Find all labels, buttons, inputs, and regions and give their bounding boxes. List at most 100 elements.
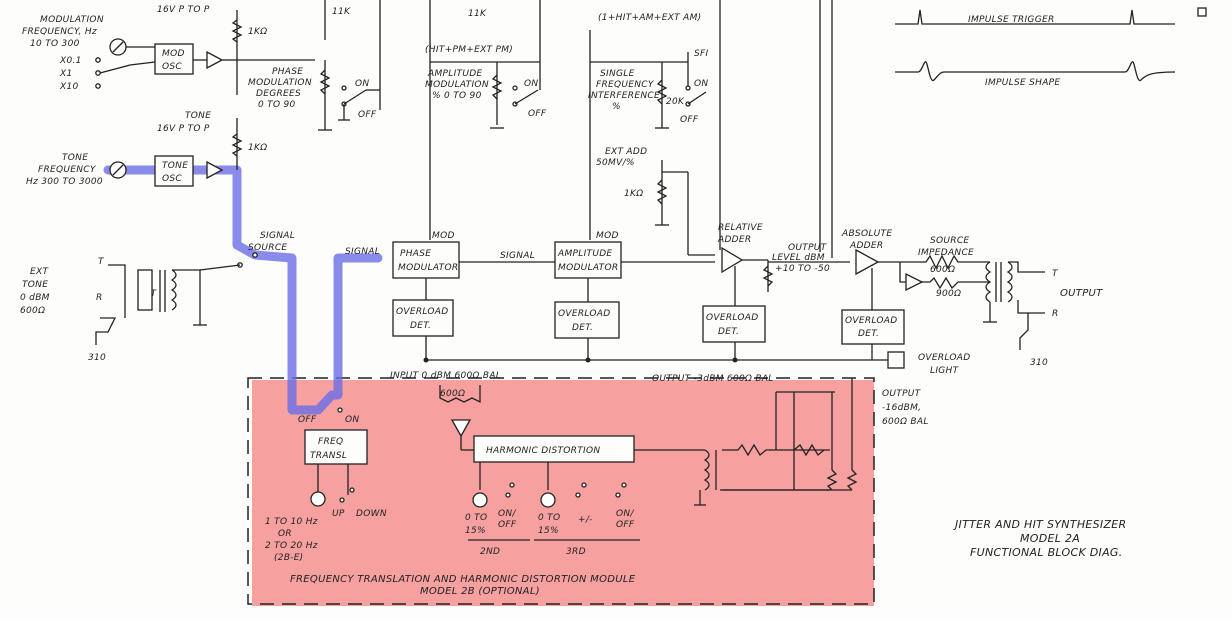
svg-text:MODULATION: MODULATION <box>40 15 104 25</box>
svg-text:20K: 20K <box>666 97 685 107</box>
svg-text:1 TO 10 Hz: 1 TO 10 Hz <box>265 517 318 527</box>
svg-text:ABSOLUTE: ABSOLUTE <box>841 229 892 239</box>
svg-text:FREQUENCY: FREQUENCY <box>596 80 655 90</box>
impulse-shape-waveform: IMPULSE SHAPE <box>895 61 1176 88</box>
hd-2nd-knob-icon[interactable] <box>472 492 488 508</box>
svg-text:310: 310 <box>88 353 106 363</box>
svg-text:INPUT 0 dBM 600Ω BAL: INPUT 0 dBM 600Ω BAL <box>390 371 501 381</box>
overload-det-4 <box>841 309 905 345</box>
svg-text:0 dBM: 0 dBM <box>20 293 50 303</box>
svg-text:MODULATION: MODULATION <box>425 80 489 90</box>
mod-range-switch[interactable]: X0.1 X1 X10 <box>59 56 156 92</box>
svg-text:OUTPUT -3dBM 600Ω BAL: OUTPUT -3dBM 600Ω BAL <box>652 374 774 384</box>
svg-text:IMPULSE SHAPE: IMPULSE SHAPE <box>985 78 1060 88</box>
ext-add-input[interactable]: EXT ADD 50MV/% 1KΩ <box>596 147 669 226</box>
amp-mod-control[interactable]: AMPLITUDE MODULATION % 0 TO 90 ON OFF <box>425 62 547 129</box>
svg-text:TONE: TONE <box>62 153 88 163</box>
svg-text:T: T <box>1052 269 1059 279</box>
svg-text:DET.: DET. <box>858 329 879 339</box>
tone-buffer-amp-icon <box>206 160 224 180</box>
svg-text:600Ω BAL: 600Ω BAL <box>882 417 929 427</box>
freq-transl-box <box>304 429 368 465</box>
phase-modulator-box <box>392 241 460 279</box>
svg-text:310: 310 <box>1030 358 1048 368</box>
svg-text:1KΩ: 1KΩ <box>624 189 643 199</box>
relative-adder-icon <box>721 246 744 274</box>
ext-tone-input[interactable]: T R EXT TONE 0 dBM 600Ω CT 310 <box>20 257 207 363</box>
sfi-control[interactable]: SINGLE FREQUENCY INTERFERENCE % SFI ON O… <box>588 49 708 129</box>
svg-text:OVERLOAD: OVERLOAD <box>845 316 898 326</box>
harmonic-distortion-box <box>473 435 635 463</box>
svg-text:INTERFERENCE: INTERFERENCE <box>588 91 660 101</box>
tone-osc-box <box>154 155 194 187</box>
svg-text:FREQUENCY: FREQUENCY <box>38 165 97 175</box>
svg-text:DET.: DET. <box>410 321 431 331</box>
svg-text:TONE: TONE <box>185 111 211 121</box>
off-on-switch[interactable]: OFF ON <box>298 407 359 425</box>
svg-text:HARMONIC DISTORTION: HARMONIC DISTORTION <box>486 446 600 456</box>
svg-text:+/-: +/- <box>578 515 593 525</box>
svg-text:-16dBM,: -16dBM, <box>882 403 921 413</box>
svg-text:OFF: OFF <box>498 520 517 530</box>
hd-3rd-knob-icon[interactable] <box>540 492 556 508</box>
svg-text:X0.1: X0.1 <box>59 56 82 66</box>
source-impedance: SOURCE IMPEDANCE 600Ω 900Ω <box>899 236 1013 323</box>
svg-text:DEGREES: DEGREES <box>256 89 301 99</box>
svg-text:MODULATION: MODULATION <box>248 78 312 88</box>
title-line-2: MODEL 2A <box>1020 532 1080 545</box>
svg-text:OVERLOAD: OVERLOAD <box>918 353 971 363</box>
overload-det-2 <box>554 301 620 339</box>
svg-text:OUTPUT: OUTPUT <box>1060 288 1103 299</box>
svg-text:AMPLITUDE: AMPLITUDE <box>427 69 482 79</box>
mod-freq-label: MODULATION FREQUENCY, Hz 10 TO 300 <box>22 15 104 49</box>
svg-text:MOD: MOD <box>596 231 619 241</box>
svg-text:% 0 TO 90: % 0 TO 90 <box>432 91 482 101</box>
svg-text:SOURCE: SOURCE <box>930 236 969 246</box>
svg-text:OFF: OFF <box>680 115 699 125</box>
signal-source-switch[interactable]: SIGNAL SOURCE <box>237 231 295 268</box>
svg-text:0 TO: 0 TO <box>538 513 560 523</box>
phase-mod-control[interactable]: PHASE MODULATION DEGREES 0 TO 90 ON OFF <box>248 60 377 131</box>
svg-text:TRANSL: TRANSL <box>310 451 347 461</box>
svg-text:MOD: MOD <box>162 49 185 59</box>
svg-text:EXT: EXT <box>30 267 49 277</box>
svg-text:10 TO 300: 10 TO 300 <box>30 39 80 49</box>
svg-text:X1: X1 <box>59 69 73 79</box>
output-network <box>694 378 858 506</box>
absolute-adder-icon <box>855 248 880 276</box>
overload-light-icon <box>887 351 905 369</box>
svg-text:MODULATOR: MODULATOR <box>558 263 618 273</box>
svg-text:ON/: ON/ <box>616 509 634 519</box>
title-block: JITTER AND HIT SYNTHESIZER MODEL 2A FUNC… <box>953 518 1127 559</box>
title-line-1: JITTER AND HIT SYNTHESIZER <box>953 518 1127 531</box>
output-jack[interactable]: T R OUTPUT 310 <box>1008 261 1103 368</box>
svg-text:0 TO: 0 TO <box>465 513 487 523</box>
svg-text:SFI: SFI <box>694 49 708 59</box>
svg-text:FREQ: FREQ <box>318 437 343 447</box>
svg-text:IMPEDANCE: IMPEDANCE <box>918 248 974 258</box>
hd-switches[interactable] <box>505 482 627 498</box>
svg-text:(1+HIT+AM+EXT AM): (1+HIT+AM+EXT AM) <box>598 13 701 23</box>
svg-text:(2B-E): (2B-E) <box>274 553 304 563</box>
optional-module-region <box>252 380 874 606</box>
svg-text:11K: 11K <box>332 7 351 17</box>
freq-transl-knob-icon[interactable] <box>310 491 326 507</box>
svg-text:SOURCE: SOURCE <box>248 243 287 253</box>
svg-text:16V P TO P: 16V P TO P <box>157 5 210 15</box>
mod-osc-box <box>154 43 194 75</box>
svg-text:IMPULSE TRIGGER: IMPULSE TRIGGER <box>968 15 1055 25</box>
svg-text:RELATIVE: RELATIVE <box>718 223 763 233</box>
svg-text:MOD: MOD <box>432 231 455 241</box>
svg-text:OUTPUT: OUTPUT <box>882 389 922 399</box>
mod-buffer-amp-icon <box>206 50 224 70</box>
svg-text:ON: ON <box>345 415 359 425</box>
output-level-control[interactable]: OUTPUT LEVEL dBM +10 TO -50 <box>762 243 850 292</box>
svg-text:DET.: DET. <box>572 323 593 333</box>
svg-text:SIGNAL: SIGNAL <box>260 231 295 241</box>
svg-text:0 TO 90: 0 TO 90 <box>258 100 296 110</box>
output-16-label: OUTPUT -16dBM, 600Ω BAL <box>882 389 929 427</box>
svg-text:+10 TO -50: +10 TO -50 <box>775 264 830 274</box>
svg-text:2 TO 20 Hz: 2 TO 20 Hz <box>265 541 318 551</box>
svg-text:15%: 15% <box>538 526 559 536</box>
svg-text:SIGNAL: SIGNAL <box>345 247 380 257</box>
